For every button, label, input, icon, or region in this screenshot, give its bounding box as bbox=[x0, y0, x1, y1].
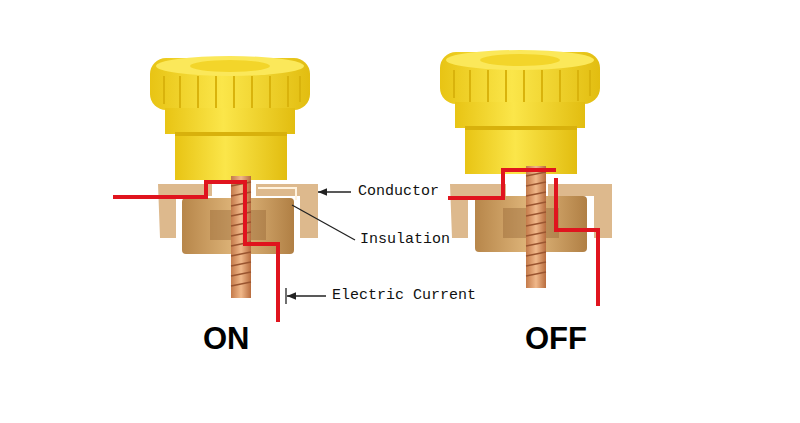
part-label: Insulation bbox=[360, 231, 450, 249]
leader-line bbox=[285, 288, 286, 304]
leader-line bbox=[292, 205, 355, 240]
state-label: OFF bbox=[525, 321, 587, 357]
leader-line bbox=[318, 191, 351, 192]
state-label: ON bbox=[203, 321, 250, 357]
part-label: Electric Current bbox=[332, 287, 476, 305]
part-label: Conductor bbox=[358, 183, 439, 201]
leader-line bbox=[287, 295, 326, 296]
